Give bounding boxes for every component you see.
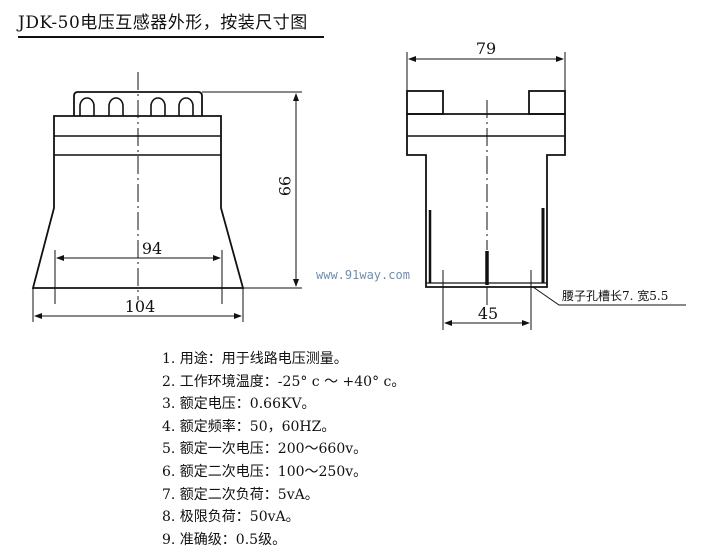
spec-item: 7. 额定二次负荷：5vA。 [162,486,319,503]
spec-item: 5. 额定一次电压：200～660v。 [162,441,368,458]
front-view: 99 94 104 [31,72,302,322]
left-tab [406,90,444,115]
side-body-outline [406,113,566,288]
height-dim-label: 99 [275,176,294,196]
base-width-dim-label: 104 [125,297,156,316]
spec-item: 4. 额定频率：50，60HZ。 [162,418,336,435]
slot-spacing-dim-label: 45 [478,304,498,323]
drawing-title: JDK-50电压互感器外形，按装尺寸图 [18,13,308,33]
title-underline [18,36,324,38]
spec-item: 2. 工作环境温度：-25° c ～ +40° c。 [162,373,406,390]
slot-note: 腰子孔槽长7. 宽5.5 [562,289,669,303]
spec-item: 1. 用途：用于线路电压测量。 [162,351,348,367]
spec-list: 1. 用途：用于线路电压测量。 2. 工作环境温度：-25° c ～ +40° … [162,348,405,551]
slot-note-leader [532,286,686,306]
spec-item: 6. 额定二次电压：100～250v。 [162,463,368,480]
terminal-block [73,91,203,116]
inner-width-dim-label: 94 [142,239,162,258]
terminal-loops [79,97,194,116]
side-view: 79 45 [406,39,686,330]
watermark: www.91way.com [316,268,410,282]
spec-item: 9. 准确级：0.5级。 [162,531,287,548]
spec-item: 3. 额定电压：0.66KV。 [162,396,316,413]
right-tab [528,90,566,115]
width-dim-label: 79 [476,39,496,58]
spec-item: 8. 极限负荷：50vA。 [162,509,300,526]
